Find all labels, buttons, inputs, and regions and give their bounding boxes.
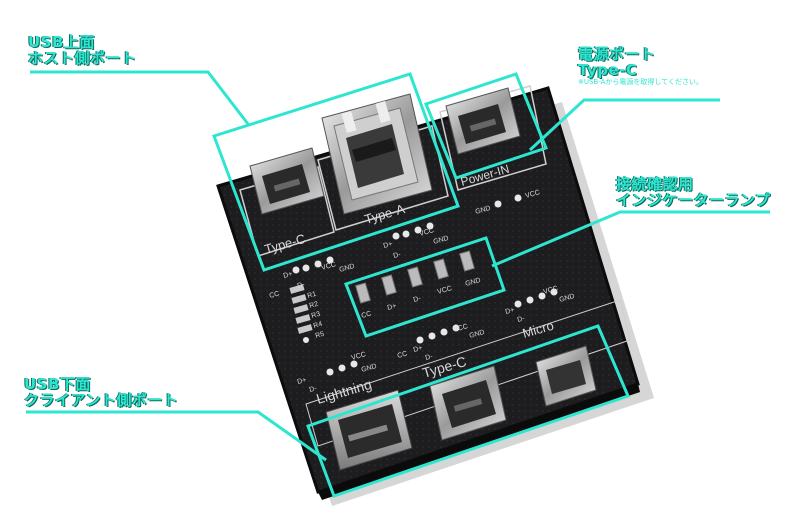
callout-box-indicator: [344, 236, 506, 338]
indicator-leds: [355, 250, 475, 304]
pin-label-cc-left: CC: [269, 290, 281, 300]
callout-host: USB上面 ホスト側ポート: [28, 34, 137, 66]
led-label-dplus: D+: [387, 303, 398, 312]
callout-power: 電源ポート Type-C ※USB-Aから電源を取得してください。: [578, 46, 703, 87]
type-c-top-connector: [249, 147, 325, 215]
pin-label-dplus-micro: D+: [505, 307, 516, 316]
callout-power-line2: Type-C: [578, 61, 638, 79]
callout-leader-power: [528, 98, 720, 152]
led-label-cc: CC: [361, 310, 373, 320]
callout-client: USB下面 クライアント側ポート: [24, 376, 178, 408]
resistor-label-5: R5: [315, 331, 326, 340]
callout-indicator-line1: 接続確認用: [616, 175, 694, 193]
callout-power-line1: 電源ポート: [578, 45, 656, 63]
pin-label-gnd-a: GND: [433, 235, 450, 246]
resistor-label-4: R4: [313, 321, 324, 330]
callout-indicator: 接続確認用 インジケーターランプ: [616, 176, 771, 208]
pin-label-vcc-left: VCC: [321, 261, 337, 272]
pin-label-vcc-typec: VCC: [453, 323, 469, 334]
pin-label-dplus-left: D+: [283, 271, 294, 280]
pin-label-dplus-typec: D+: [413, 345, 424, 354]
micro-usb-connector: [535, 345, 597, 407]
callout-power-note: ※USB-Aから電源を取得してください。: [578, 78, 703, 86]
callout-leader-client: [26, 410, 327, 462]
led-label-vcc: VCC: [437, 285, 453, 296]
pin-label-vcc-a: VCC: [419, 227, 435, 238]
pin-label-vcc-lightning: VCC: [351, 351, 367, 362]
led-label-gnd: GND: [465, 277, 482, 288]
pin-label-gnd-micro: GND: [559, 293, 576, 304]
pin-label-gnd-lightning: GND: [361, 363, 378, 374]
resistors: [289, 284, 313, 334]
callout-box-power: [424, 72, 548, 180]
lightning-connector: [325, 389, 413, 471]
pin-label-cc-typec: CC: [397, 350, 409, 360]
pin-label-dminus-a: D-: [393, 251, 403, 260]
pin-label-dminus-micro: D-: [517, 315, 527, 324]
power-type-c-connector: [445, 87, 521, 155]
pin-pads: [292, 194, 558, 376]
pin-label-vcc-power: VCC: [525, 189, 541, 200]
pin-label-dminus-left: D-: [297, 281, 307, 290]
callout-host-line2: ホスト側ポート: [28, 49, 137, 67]
resistor-label-3: R3: [311, 311, 322, 320]
callout-indicator-line2: インジケーターランプ: [616, 191, 771, 209]
type-a-connector: [321, 93, 433, 215]
pin-label-vcc-micro: VCC: [543, 285, 559, 296]
pin-label-dplus-lightning: D+: [297, 377, 308, 386]
board-edge: [318, 384, 640, 500]
pin-label-gnd-left: GND: [339, 263, 356, 274]
callout-leader-indicator: [491, 210, 770, 268]
pin-label-dminus-lightning: D-: [309, 385, 319, 394]
pin-label-dplus-a: D+: [383, 241, 394, 250]
led-label-dminus: D-: [413, 295, 423, 304]
pin-label-gnd-power: GND: [475, 205, 492, 216]
pin-label-gnd-typec: GND: [469, 329, 486, 340]
callout-client-line2: クライアント側ポート: [24, 391, 179, 409]
type-c-bottom-connector: [429, 365, 507, 441]
callout-leader-host: [30, 70, 250, 125]
resistor-label-1: R1: [307, 291, 318, 300]
callout-box-host: [212, 72, 460, 272]
pin-label-dminus-typec: D-: [425, 353, 435, 362]
callout-host-line1: USB上面: [28, 33, 95, 51]
silk-box-bottom: [305, 299, 631, 447]
resistor-label-2: R2: [309, 301, 320, 310]
callout-client-line1: USB下面: [24, 375, 91, 393]
callout-box-client: [306, 324, 631, 498]
